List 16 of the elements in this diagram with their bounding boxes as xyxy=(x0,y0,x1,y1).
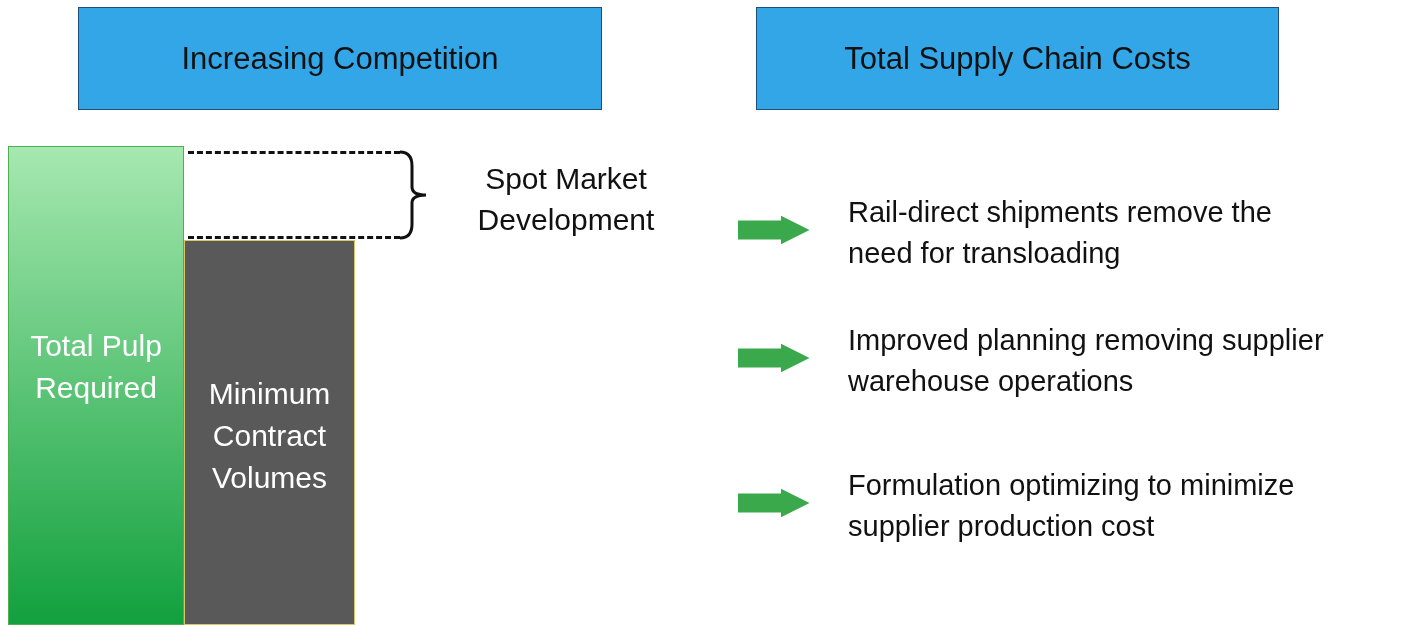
side-label: Spot Market Development xyxy=(476,161,656,238)
text-item: Rail-direct shipments remove the need for transloading xyxy=(848,192,1328,278)
bar-label: Minimum Contract Volumes xyxy=(207,376,332,496)
header-box xyxy=(78,7,602,110)
bar xyxy=(184,240,355,625)
header-text: Total Supply Chain Costs xyxy=(844,40,1191,77)
arrow xyxy=(738,215,810,245)
arrow xyxy=(738,343,810,373)
dashed-box xyxy=(188,151,400,239)
text-item: Improved planning removing supplier warehouse operations xyxy=(848,320,1328,406)
text-item: Formulation optimizing to minimize supplier production cost xyxy=(848,465,1328,551)
header-box xyxy=(756,7,1279,110)
header-text: Increasing Competition xyxy=(181,40,499,77)
arrow xyxy=(738,488,810,518)
bar-label: Total Pulp Required xyxy=(29,328,163,406)
bar xyxy=(8,146,184,625)
